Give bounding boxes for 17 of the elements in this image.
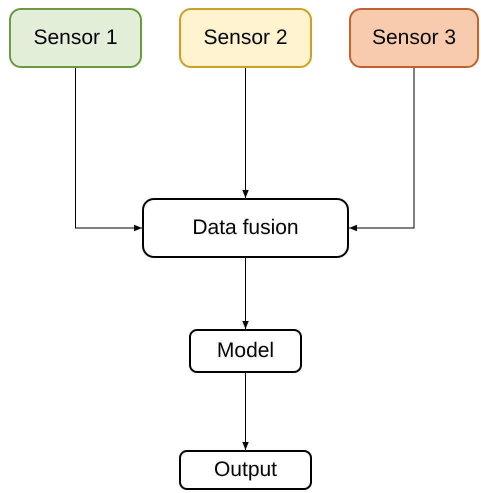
process-box	[9, 8, 142, 68]
process-box	[349, 8, 479, 68]
arrow	[242, 258, 249, 330]
box-label: Sensor 3	[372, 25, 456, 52]
process-box	[179, 8, 312, 68]
box-label: Output	[214, 457, 278, 484]
box-label: Sensor 1	[33, 25, 118, 52]
process-box	[142, 198, 349, 258]
arrow	[75, 68, 142, 232]
arrow	[348, 68, 414, 232]
box-label: Sensor 2	[203, 25, 288, 52]
box-label: Model	[216, 338, 274, 364]
box-label: Data fusion	[192, 215, 299, 242]
arrow	[242, 372, 249, 450]
arrow	[242, 68, 249, 198]
process-box	[189, 329, 302, 373]
process-box	[179, 450, 312, 490]
